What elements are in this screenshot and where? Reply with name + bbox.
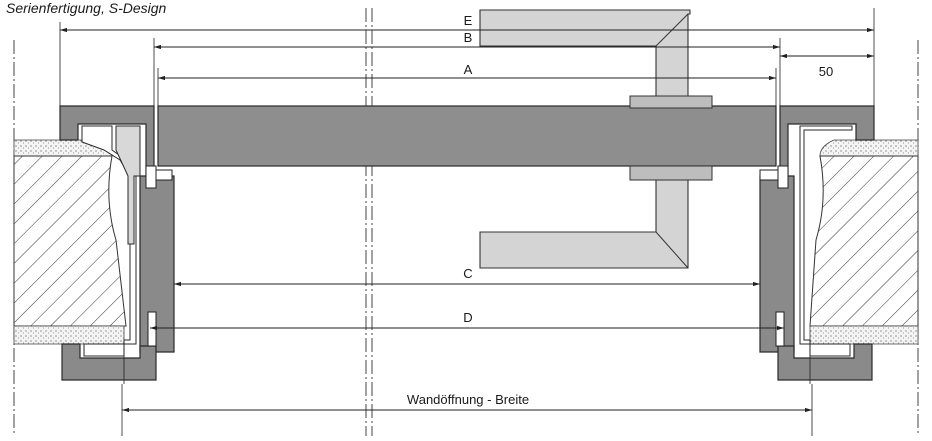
left-seal-clip (155, 169, 173, 181)
handle-rose-top (629, 95, 713, 109)
right-frame-top-flange (779, 105, 875, 177)
door-leaf (157, 105, 777, 167)
left-masonry (13, 155, 127, 327)
right-frame (759, 105, 875, 384)
extension-lines (59, 8, 875, 436)
left-plaster-bottom (13, 325, 125, 345)
dimension-label-c: C (463, 266, 472, 281)
handle-bevel-bottom (655, 231, 689, 269)
dimension-label-opening: Wandöffnung - Breite (407, 392, 529, 407)
left-frame-jamb (139, 175, 175, 353)
right-seal-clip (759, 169, 779, 181)
left-wall (13, 139, 127, 345)
left-frame-insert (115, 125, 141, 245)
left-frame-top-flange (59, 105, 155, 177)
right-frame-bottom-flange (777, 343, 873, 381)
dimension-label-b: B (464, 30, 473, 45)
dimension-label-e: E (464, 13, 473, 28)
right-seal-top (777, 165, 789, 189)
left-seal-bottom (147, 311, 157, 347)
left-frame-bottom-flange (61, 343, 157, 381)
right-wall (809, 139, 919, 345)
left-frame (59, 105, 175, 384)
handle-lever-bottom (479, 179, 689, 269)
left-seal-top (145, 165, 157, 189)
drawing-caption: Serienfertigung, S-Design (6, 0, 167, 16)
dimension-label-d: D (463, 310, 472, 325)
dimension-label-a: A (464, 62, 473, 77)
right-seal-bottom (775, 311, 785, 347)
handle-lever-top (479, 9, 691, 97)
dimension-label-50: 50 (819, 64, 833, 79)
right-plaster-top (819, 139, 919, 157)
right-masonry (809, 155, 919, 327)
handle-rose-bottom (629, 165, 713, 181)
right-plaster-bottom (809, 325, 919, 345)
